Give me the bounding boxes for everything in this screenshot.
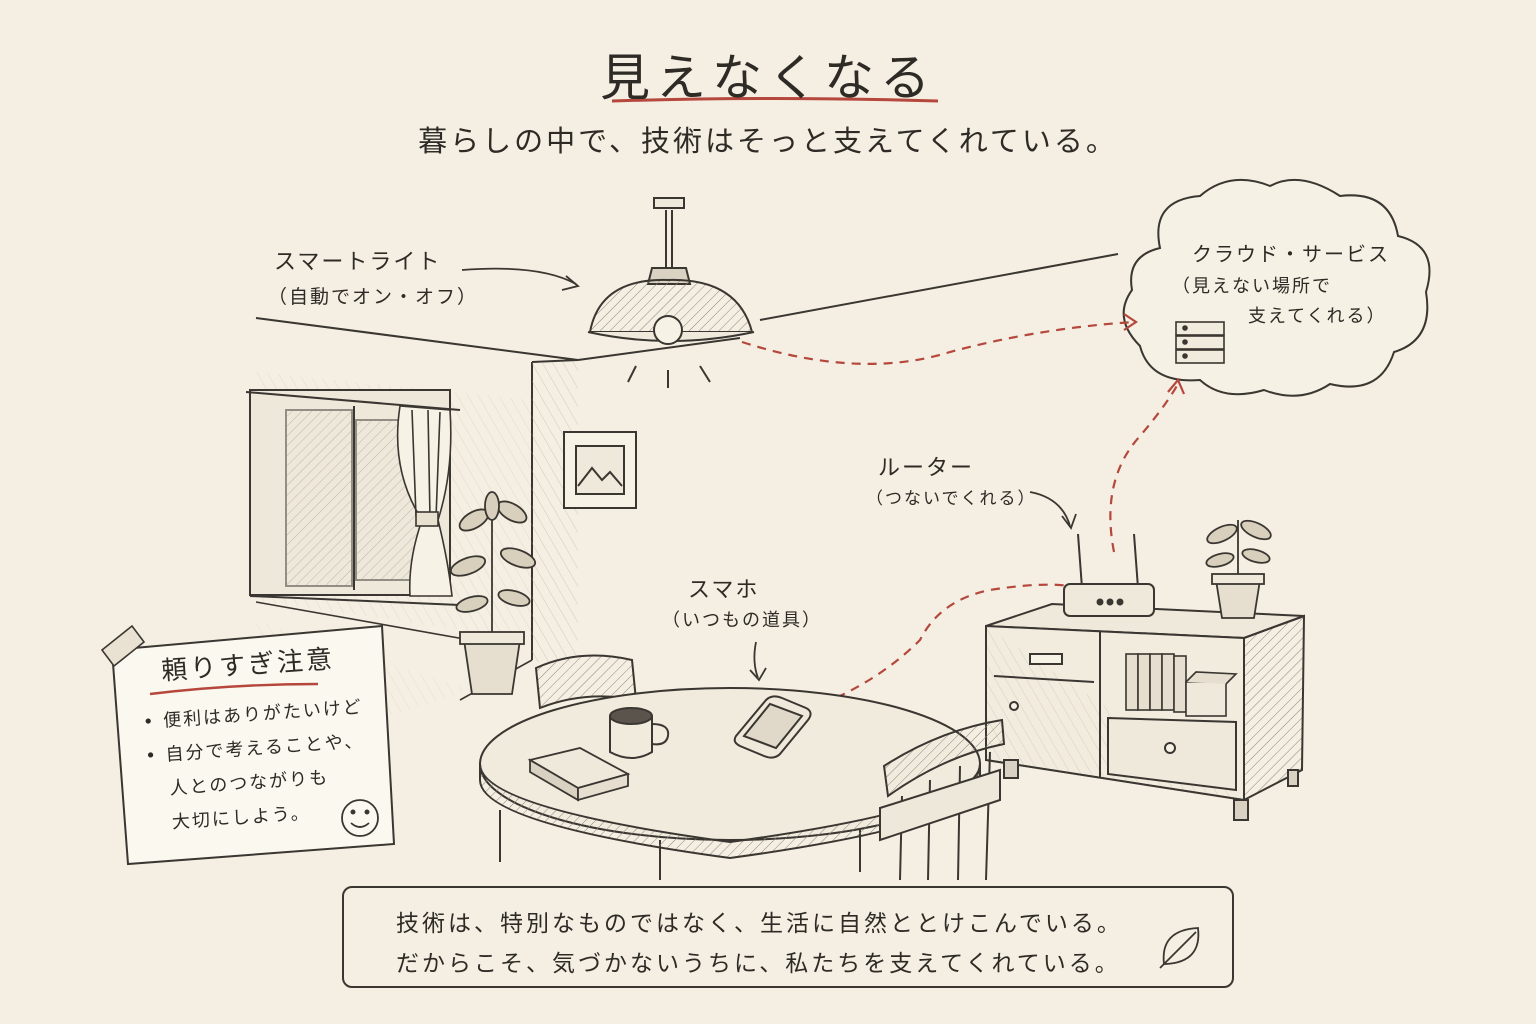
smart-light-note: （自動でオン・オフ） — [268, 286, 479, 308]
cloud-label: クラウド・サービス — [1192, 242, 1390, 266]
smart-light-label: スマートライト — [274, 250, 442, 275]
smiley-icon — [341, 799, 379, 837]
cloud-note-line1: （見えない場所で — [1172, 276, 1332, 297]
note-line: 人とのつながりも — [168, 767, 330, 800]
message-box: 技術は、特別なものではなく、生活に自然ととけこんでいる。 だからこそ、気づかない… — [342, 886, 1234, 988]
page-subtitle: 暮らしの中で、技術はそっと支えてくれている。 — [418, 124, 1118, 158]
note-line: • 便利はありがたいけど — [142, 696, 364, 734]
leaf-icon — [1159, 927, 1200, 969]
mug — [609, 707, 670, 759]
tape-icon — [100, 624, 146, 668]
plant-right — [1205, 519, 1272, 619]
router-icon — [1063, 533, 1155, 617]
chair-front — [879, 718, 1006, 881]
router-note: （つないでくれる） — [866, 489, 1037, 509]
page-title: 見えなくなる — [600, 49, 936, 107]
connection-lines — [741, 320, 1179, 706]
pendant-lamp-icon — [587, 197, 755, 388]
phone-label: スマホ — [688, 578, 760, 603]
note-title: 頼りすぎ注意 — [160, 644, 337, 687]
label-arrows — [461, 267, 1077, 682]
plant-left — [449, 491, 537, 695]
message-line-2: だからこそ、気づかないうちに、私たちを支えてくれている。 — [396, 951, 1121, 977]
note-line: 大切にしよう。 — [171, 802, 312, 834]
sticky-note: 頼りすぎ注意 • 便利はありがたいけど • 自分で考えることや、 人とのつながり… — [112, 605, 395, 849]
sticky-note-paper — [110, 624, 396, 866]
smartphone-icon — [733, 695, 812, 759]
note-title-underline — [149, 682, 319, 696]
phone-note: （いつもの道具） — [662, 610, 822, 631]
book — [527, 747, 631, 802]
note-line: • 自分で考えることや、 — [144, 730, 365, 767]
picture-frame — [563, 431, 637, 509]
cabinet — [985, 602, 1306, 821]
server-icon — [1175, 321, 1225, 364]
message-line-1: 技術は、特別なものではなく、生活に自然ととけこんでいる。 — [396, 911, 1123, 937]
cloud-note-line2: 支えてくれる） — [1248, 306, 1387, 327]
router-label: ルーター — [878, 456, 975, 481]
table — [479, 687, 981, 880]
binders — [1125, 653, 1238, 717]
title-underline — [611, 97, 939, 103]
curtain — [396, 405, 453, 597]
